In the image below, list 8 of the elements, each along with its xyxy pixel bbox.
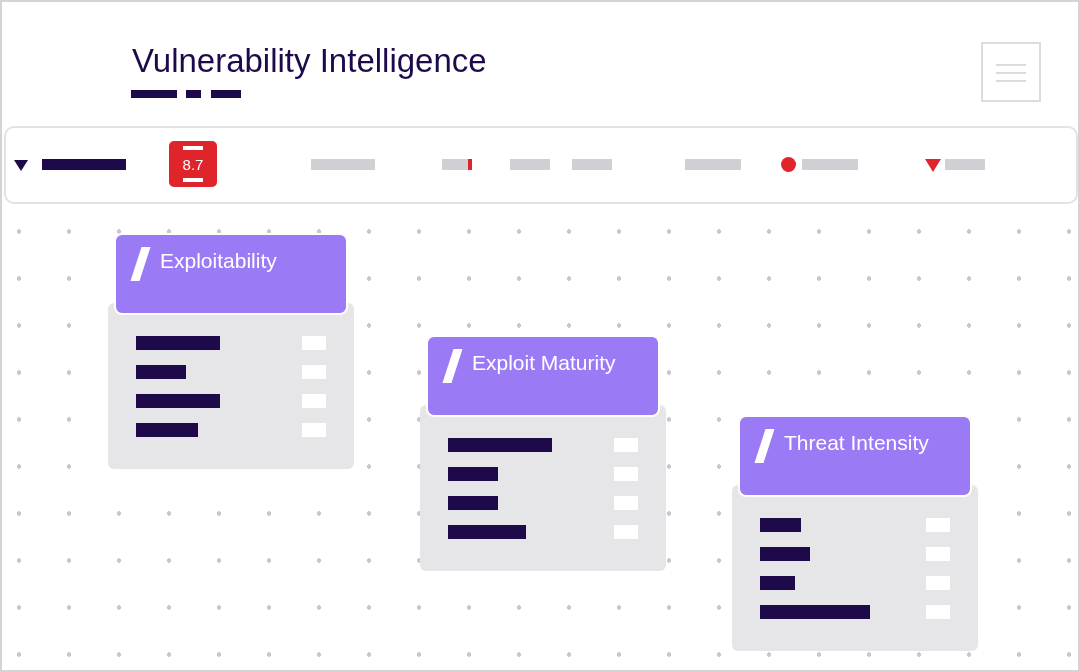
page-title: Vulnerability Intelligence — [132, 42, 487, 80]
card-panel — [420, 335, 666, 571]
card-panel — [732, 415, 978, 651]
card-title: Threat Intensity — [784, 431, 929, 455]
card-title: Exploitability — [160, 249, 277, 273]
score-badge: 8.7 — [169, 141, 217, 187]
card-panel — [108, 233, 354, 469]
card-title: Exploit Maturity — [472, 351, 616, 375]
